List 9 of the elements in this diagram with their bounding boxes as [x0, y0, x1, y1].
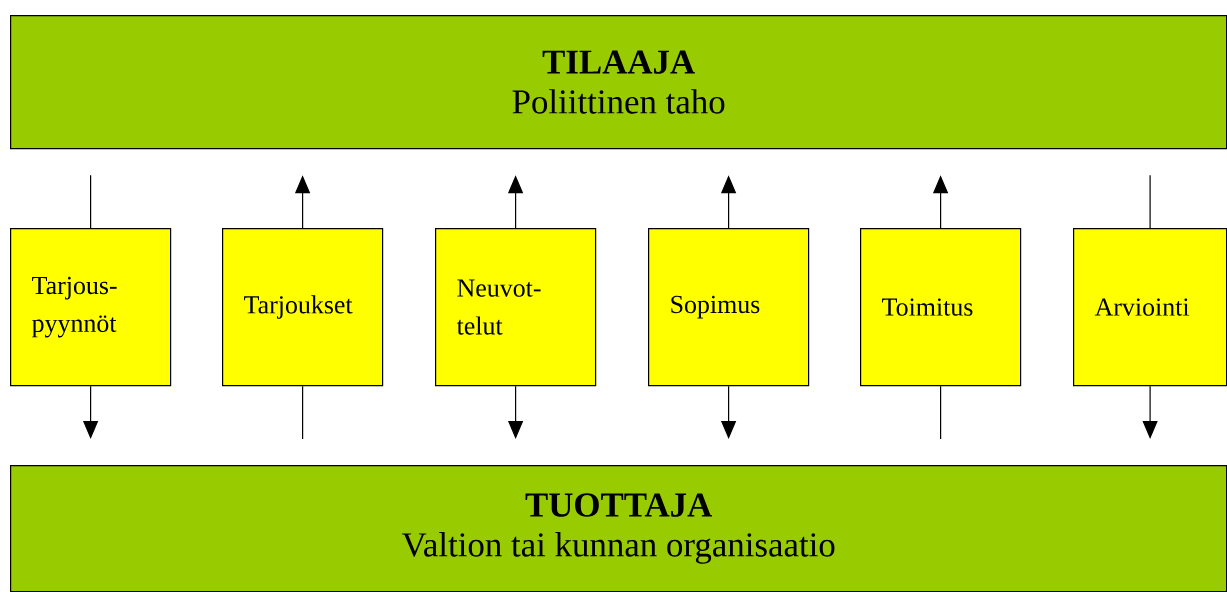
phase-box: Tarjous- pyynnöt — [10, 228, 172, 387]
arrow — [1142, 385, 1158, 439]
phase-box: Toimitus — [860, 228, 1022, 387]
phase-box: Arviointi — [1073, 228, 1227, 387]
phase-box: Neuvot- telut — [435, 228, 597, 387]
phase-box: Sopimus — [648, 228, 810, 387]
party-box: TUOTTAJA Valtion tai kunnan organisaatio — [10, 465, 1227, 592]
party-box: TILAAJA Poliittinen taho — [10, 15, 1227, 150]
phase-box: Tarjoukset — [222, 228, 384, 387]
